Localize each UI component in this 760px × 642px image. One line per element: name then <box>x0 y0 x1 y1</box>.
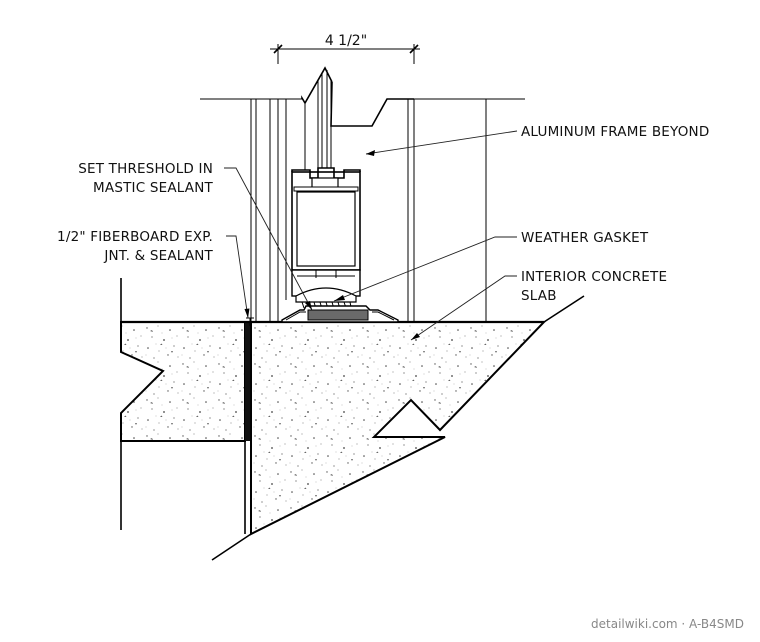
label-slab-line1: INTERIOR CONCRETE <box>521 269 667 285</box>
dimension-line: 4 1/2" <box>270 33 420 64</box>
label-threshold-line1: SET THRESHOLD IN <box>78 161 213 177</box>
label-weather-gasket: WEATHER GASKET <box>521 230 649 246</box>
label-fiberboard-line1: 1/2" FIBERBOARD EXP. <box>57 229 213 245</box>
label-aluminum-frame: ALUMINUM FRAME BEYOND <box>521 124 709 140</box>
aluminum-frame <box>291 167 361 297</box>
exterior-slab <box>120 278 246 534</box>
credit-text: detailwiki.com · A-B4SMD <box>591 617 744 631</box>
label-fiberboard-line2: JNT. & SEALANT <box>103 248 213 264</box>
leaders <box>224 130 518 341</box>
glazing-break <box>301 66 414 170</box>
interior-slab <box>211 295 585 561</box>
dimension-label: 4 1/2" <box>325 33 367 49</box>
threshold <box>281 305 399 323</box>
jamb-lines <box>200 98 525 322</box>
label-threshold-line2: MASTIC SEALANT <box>93 180 213 196</box>
label-slab-line2: SLAB <box>521 288 557 304</box>
